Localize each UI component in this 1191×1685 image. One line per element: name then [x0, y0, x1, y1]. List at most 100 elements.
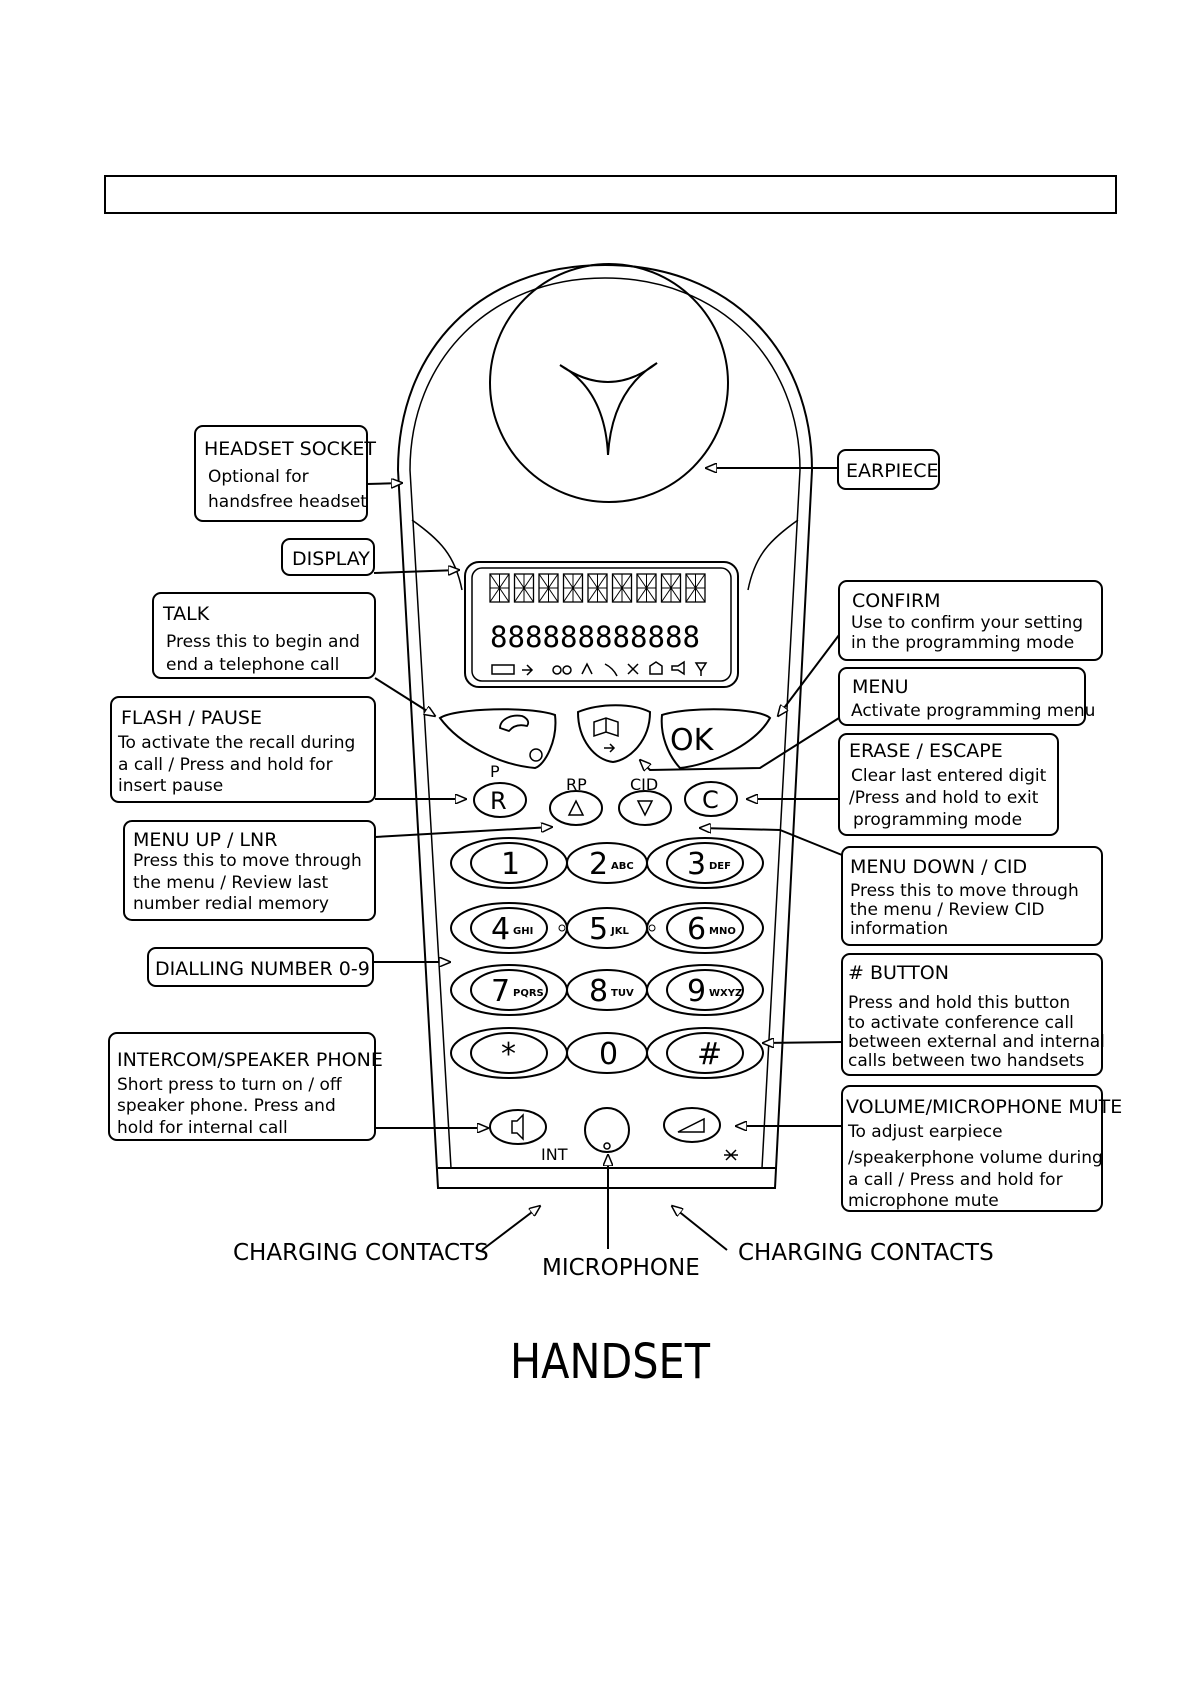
lcd-cell-segments — [612, 573, 632, 603]
talk-key[interactable] — [438, 708, 557, 770]
microphone-dot — [603, 1142, 611, 1150]
callout-volume: VOLUME/MICROPHONE MUTE To adjust earpiec… — [736, 1085, 1122, 1212]
int-label: INT — [541, 1145, 568, 1164]
svg-text:/Press and hold to exit: /Press and hold to exit — [849, 788, 1039, 808]
lcd-cell-segments — [661, 573, 681, 603]
callout-menu-down: MENU DOWN / CID Press this to move throu… — [700, 828, 1103, 946]
svg-text:# BUTTON: # BUTTON — [848, 962, 949, 984]
key-digit: 2 — [589, 847, 608, 882]
lcd-cell-segments — [563, 573, 583, 603]
svg-text:between external and internal: between external and internal — [848, 1032, 1105, 1052]
svg-text:CHARGING CONTACTS: CHARGING CONTACTS — [233, 1240, 489, 1266]
mute-icon — [724, 1149, 738, 1161]
lcd-cell-segments — [587, 573, 608, 603]
svg-text:number redial memory: number redial memory — [133, 894, 329, 914]
svg-text:TALK: TALK — [162, 603, 210, 625]
key-digit: 3 — [687, 847, 706, 882]
key-letters: JKL — [610, 926, 629, 937]
ok-key-label: OK — [670, 723, 715, 758]
speaker-icon — [511, 1113, 524, 1141]
up-arrow-icon — [567, 799, 585, 816]
lcd-cell-segments — [514, 573, 534, 603]
earpiece-circle — [489, 263, 729, 503]
svg-text:in the programming mode: in the programming mode — [851, 633, 1074, 653]
lcd-cell-segments — [489, 573, 510, 603]
lcd-cell-segments — [636, 573, 657, 603]
svg-text:CHARGING CONTACTS: CHARGING CONTACTS — [738, 1240, 994, 1266]
svg-text:To activate the recall during: To activate the recall during — [117, 733, 355, 753]
svg-text:Press this to move through: Press this to move through — [850, 881, 1079, 901]
svg-text:the menu / Review last: the menu / Review last — [133, 873, 328, 893]
key-letters: ABC — [611, 861, 634, 872]
p-label: P — [490, 762, 500, 781]
key-hash[interactable]: # — [646, 1027, 764, 1079]
key-digit: 7 — [491, 974, 510, 1009]
rp-label: RP — [566, 775, 587, 794]
callout-menu-up: MENU UP / LNR Press this to move through… — [123, 820, 552, 921]
key-digit: 0 — [599, 1037, 618, 1072]
key-locator-dot — [648, 924, 656, 932]
c-erase-key[interactable]: C — [684, 781, 738, 817]
svg-text:calls between two handsets: calls between two handsets — [848, 1051, 1084, 1071]
r-flash-key[interactable]: R — [473, 782, 527, 818]
r-key-label: R — [490, 787, 507, 815]
callout-confirm: CONFIRM Use to confirm your setting in t… — [778, 580, 1103, 716]
microphone-label: MICROPHONE — [542, 1155, 700, 1281]
callout-intercom: INTERCOM/SPEAKER PHONE Short press to tu… — [108, 1032, 488, 1141]
svg-text:Use to confirm your setting: Use to confirm your setting — [851, 613, 1083, 633]
callout-flash-pause: FLASH / PAUSE To activate the recall dur… — [110, 696, 466, 802]
lcd-cell-segments — [538, 573, 559, 603]
key-digit: * — [501, 1037, 516, 1072]
callout-menu: MENU Activate programming menu — [640, 667, 1095, 770]
speaker-int-key[interactable] — [489, 1109, 547, 1145]
svg-text:microphone mute: microphone mute — [848, 1191, 999, 1211]
c-key-label: C — [702, 786, 719, 814]
down-arrow-icon — [636, 800, 654, 817]
callout-dialling: DIALLING NUMBER 0-9 — [147, 947, 450, 987]
svg-text:DIALLING NUMBER 0-9: DIALLING NUMBER 0-9 — [155, 958, 370, 980]
volume-key[interactable] — [663, 1107, 721, 1143]
svg-text:CONFIRM: CONFIRM — [852, 590, 941, 612]
svg-text:Activate programming menu: Activate programming menu — [851, 701, 1095, 721]
svg-text:the menu / Review CID: the menu / Review CID — [850, 900, 1044, 920]
svg-text:/speakerphone volume during: /speakerphone volume during — [848, 1148, 1103, 1168]
svg-text:Optional for: Optional for — [208, 467, 309, 487]
callout-display: DISPLAY — [281, 538, 459, 576]
svg-text:Press this to begin and: Press this to begin and — [166, 632, 360, 652]
callout-erase: ERASE / ESCAPE Clear last entered digit … — [747, 733, 1059, 836]
callout-talk: TALK Press this to begin and end a telep… — [152, 592, 435, 716]
svg-text:ERASE / ESCAPE: ERASE / ESCAPE — [849, 740, 1003, 762]
svg-text:MENU UP / LNR: MENU UP / LNR — [133, 829, 277, 851]
key-letters: GHI — [513, 926, 533, 937]
svg-text:end a telephone call: end a telephone call — [166, 655, 339, 675]
key-locator-dot — [558, 924, 566, 932]
key-1[interactable]: 1 — [450, 837, 568, 889]
key-star[interactable]: * — [450, 1027, 568, 1079]
svg-text:programming mode: programming mode — [853, 810, 1022, 830]
earpiece-logo — [559, 362, 658, 456]
menu-key[interactable] — [576, 704, 652, 764]
lcd-digit-row: 888888888888 — [490, 620, 700, 654]
ok-key[interactable]: OK — [660, 708, 772, 770]
svg-text:MENU: MENU — [852, 676, 909, 698]
key-0[interactable]: 0 — [566, 1032, 648, 1074]
menu-up-key[interactable] — [549, 790, 603, 826]
callout-headset-socket: HEADSET SOCKET Optional for handsfree he… — [194, 425, 402, 522]
svg-text:a call / Press and hold for: a call / Press and hold for — [848, 1170, 1063, 1190]
svg-text:Short press to turn on / off: Short press to turn on / off — [117, 1075, 343, 1095]
key-digit: 5 — [589, 912, 608, 947]
figure-title: HANDSET — [510, 1334, 711, 1390]
menu-down-key[interactable] — [618, 790, 672, 826]
svg-text:handsfree headset: handsfree headset — [208, 492, 367, 512]
key-digit: 1 — [501, 847, 520, 882]
charging-contacts-right: CHARGING CONTACTS — [672, 1206, 994, 1266]
